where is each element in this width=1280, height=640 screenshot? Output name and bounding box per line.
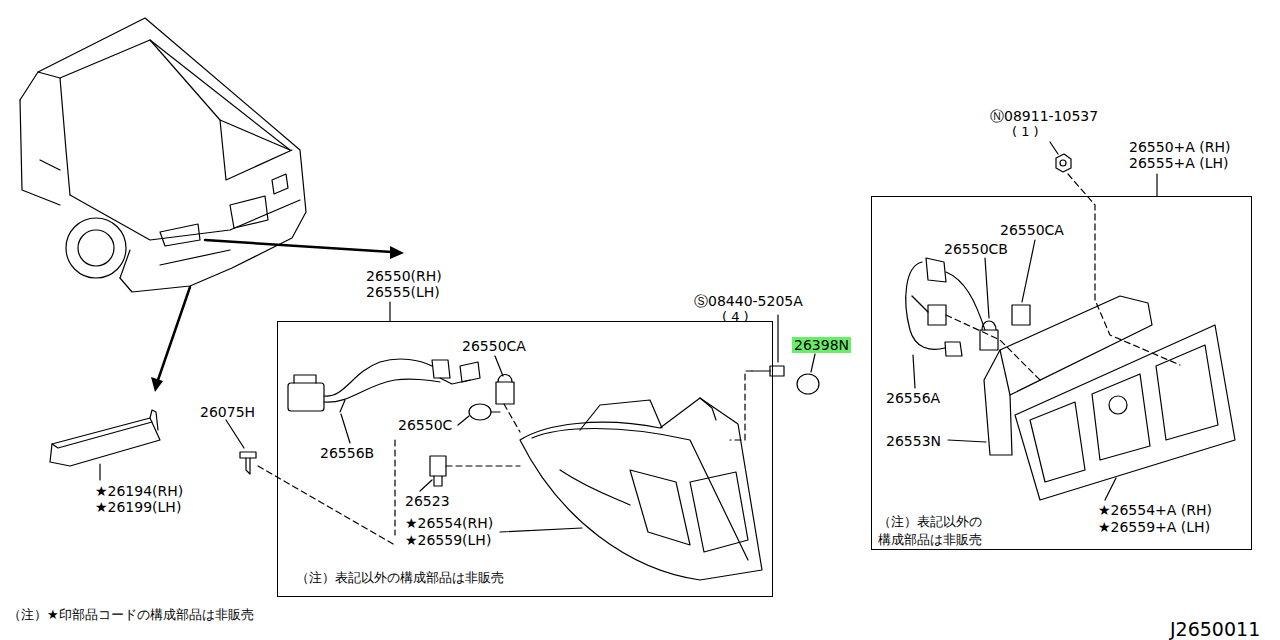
leader-line — [389, 302, 390, 321]
diagram-code: J2650011 — [1170, 619, 1260, 640]
quantity: ( 4 ) — [722, 309, 749, 324]
leader-line — [1156, 174, 1157, 196]
part-number: 26553N — [886, 433, 941, 449]
fastener-parts — [730, 315, 819, 440]
rear-lamp-left — [500, 398, 762, 580]
screw-part — [226, 420, 395, 545]
part-number: ★26554(RH) — [405, 515, 493, 531]
part-number: 26398N — [792, 337, 851, 353]
part-number: 26556A — [886, 390, 940, 406]
quantity: ( 1 ) — [1012, 124, 1039, 139]
harness-right — [906, 240, 1040, 388]
part-number: ★26559(LH) — [405, 532, 491, 548]
parts-frame: 26550+A (RH) 26555+A (LH)（注）表記以外の 構成部品は非… — [871, 196, 1252, 550]
nut-part — [1050, 142, 1180, 365]
part-heading: 26550+A (RH) 26555+A (LH) — [1129, 139, 1243, 171]
footnote: （注）★印部品コードの構成部品は非販売 — [8, 607, 254, 622]
rear-lamp-right — [948, 296, 1235, 500]
part-number: 26523 — [405, 493, 450, 509]
part-number: Ⓢ08440-5205A — [694, 293, 803, 309]
part-number: 26550CB — [944, 241, 1008, 257]
harness-left — [288, 356, 520, 535]
part-number: ★26559+A (LH) — [1098, 519, 1210, 535]
part-number: Ⓝ08911-10537 — [990, 108, 1098, 124]
part-number: 26075H — [200, 404, 255, 420]
part-number: 26550C — [398, 417, 452, 433]
part-number: ★26199(LH) — [95, 499, 181, 515]
part-number: ★26554+A (RH) — [1098, 502, 1212, 518]
arrow-head — [151, 377, 163, 392]
part-number: 26550CA — [1000, 222, 1064, 238]
note-text: （注）表記以外の構成部品は非販売 — [296, 569, 504, 587]
part-number: ★26194(RH) — [95, 483, 183, 499]
part-number: 26556B — [320, 445, 374, 461]
part-number: 26550CA — [462, 338, 526, 354]
side-marker-lamp — [50, 410, 160, 480]
part-heading: 26550(RH) 26555(LH) — [366, 268, 462, 300]
vehicle-drawing — [20, 18, 306, 292]
note-text: （注）表記以外の 構成部品は非販売 — [878, 513, 996, 549]
arrow-head — [390, 246, 404, 259]
callout-arrows — [158, 240, 392, 380]
